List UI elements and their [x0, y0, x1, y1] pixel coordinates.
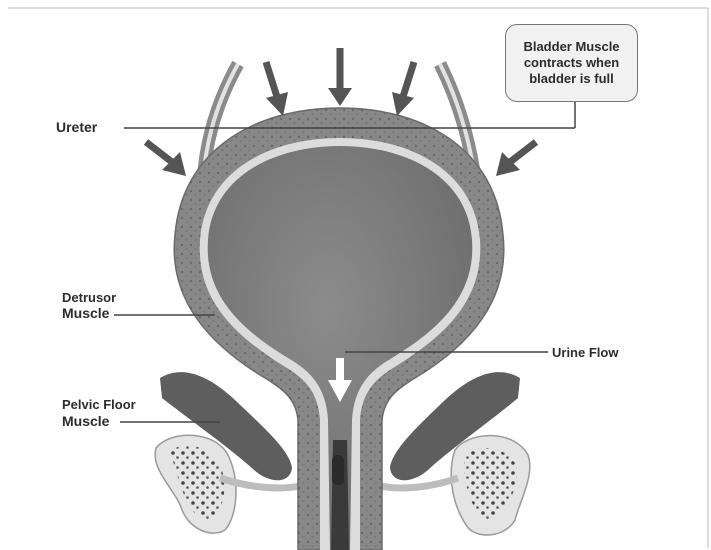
arrow-top-right — [392, 62, 414, 116]
arrow-top-left — [266, 62, 288, 116]
label-ureter: Ureter — [56, 120, 97, 135]
label-pelvic-line2: Muscle — [62, 414, 109, 429]
label-pelvic-line1: Pelvic Floor — [62, 397, 136, 412]
arrow-right — [496, 142, 536, 176]
callout-text: Bladder Muscle contracts when bladder is… — [523, 39, 619, 87]
arrow-top-center — [328, 48, 352, 106]
arrow-left — [146, 142, 186, 176]
label-urine-flow: Urine Flow — [552, 345, 618, 360]
ligament-right — [380, 478, 458, 488]
label-detrusor-line1: Detrusor — [62, 290, 116, 305]
label-detrusor-line2: Muscle — [62, 306, 109, 321]
callout-box: Bladder Muscle contracts when bladder is… — [505, 24, 638, 102]
